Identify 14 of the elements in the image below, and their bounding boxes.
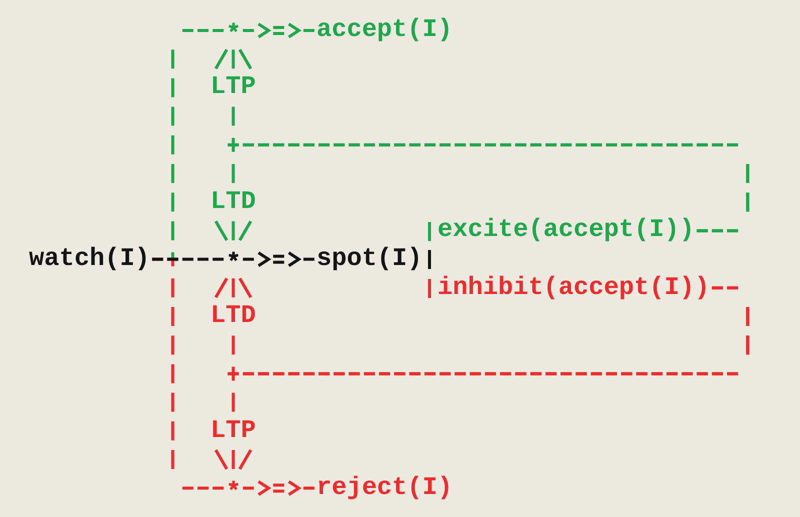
term-label: accept(I) [316, 16, 453, 45]
term-label: LTD [210, 188, 256, 216]
term-label: LTP [210, 416, 256, 446]
connector-line [226, 143, 750, 232]
term-label: LTD [210, 302, 256, 331]
asterisk-icon [228, 22, 239, 33]
asterisk-icon [228, 480, 239, 491]
term-label: inhibit(accept(I)) [422, 274, 710, 302]
term-label: watch(I) [29, 245, 150, 274]
term-label: spot(I) [316, 245, 438, 274]
term-label: LTP [210, 73, 256, 102]
term-label: excite(accept(I)) [422, 216, 694, 245]
term-label: reject(I) [316, 474, 453, 502]
asterisk-icon [228, 250, 239, 262]
